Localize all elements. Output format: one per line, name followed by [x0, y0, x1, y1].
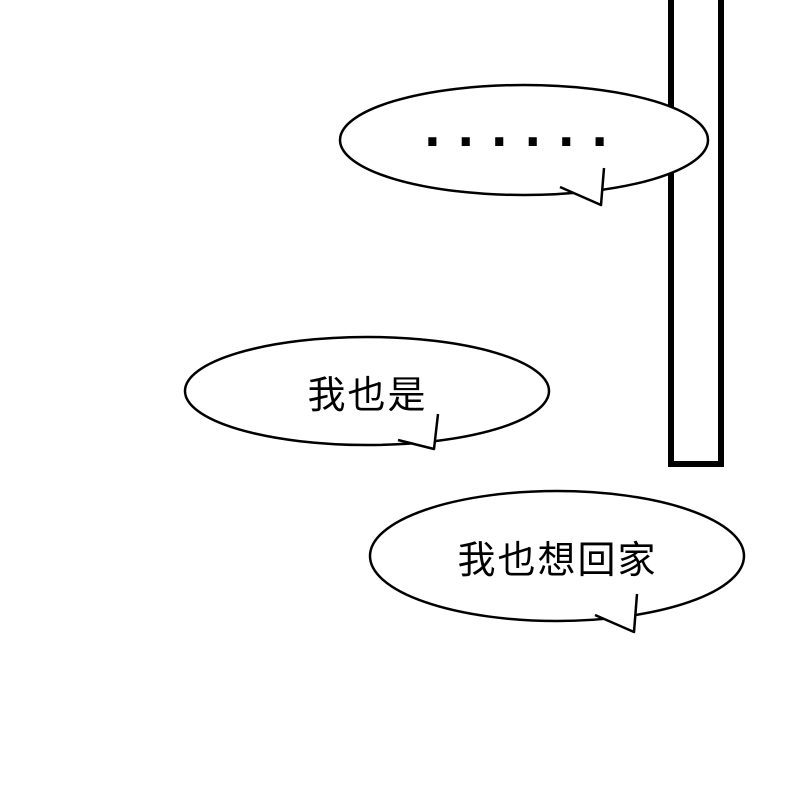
speech-bubble-me-too-tail: [397, 413, 440, 451]
speech-bubble-want-home-tail: [594, 593, 639, 634]
speech-bubble-ellipsis-tail: [559, 167, 606, 207]
speech-bubble-want-home: [368, 489, 746, 634]
speech-bubble-me-too: [183, 335, 551, 451]
speech-bubble-me-too-shape: [183, 335, 551, 447]
speech-bubble-ellipsis-shape: [338, 83, 710, 197]
pole: [668, 0, 724, 467]
speech-bubble-ellipsis: [338, 83, 710, 207]
speech-bubble-want-home-shape: [368, 489, 746, 623]
